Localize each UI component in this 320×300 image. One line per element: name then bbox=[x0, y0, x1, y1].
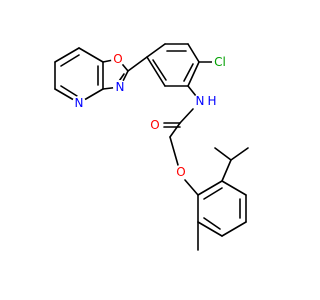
chlorine-label: Cl bbox=[214, 55, 226, 69]
atom-labels: O N N Cl N H O O bbox=[72, 52, 229, 179]
ether-oxygen-label: O bbox=[176, 165, 185, 179]
molecule-canvas: O N N Cl N H O O bbox=[54, 43, 249, 251]
isopropyl-group bbox=[214, 147, 249, 182]
aryl-ether-ring bbox=[197, 180, 247, 237]
oxazole-oxygen-label: O bbox=[113, 52, 122, 66]
pyridine-ring bbox=[54, 47, 104, 104]
biaryl-bond bbox=[127, 56, 148, 72]
carbonyl-oxygen-label: O bbox=[150, 118, 159, 132]
amide-hydrogen-label: H bbox=[207, 94, 216, 108]
chlorophenyl-ring bbox=[146, 43, 200, 87]
structure-diagram: O N N Cl N H O O bbox=[54, 43, 249, 251]
amide-group bbox=[163, 108, 194, 166]
amide-nitrogen-label: N bbox=[196, 94, 205, 108]
oxazole-nitrogen-label: N bbox=[116, 80, 125, 94]
ether-aryl-bond bbox=[184, 179, 199, 196]
pyridine-nitrogen-label: N bbox=[75, 96, 84, 110]
